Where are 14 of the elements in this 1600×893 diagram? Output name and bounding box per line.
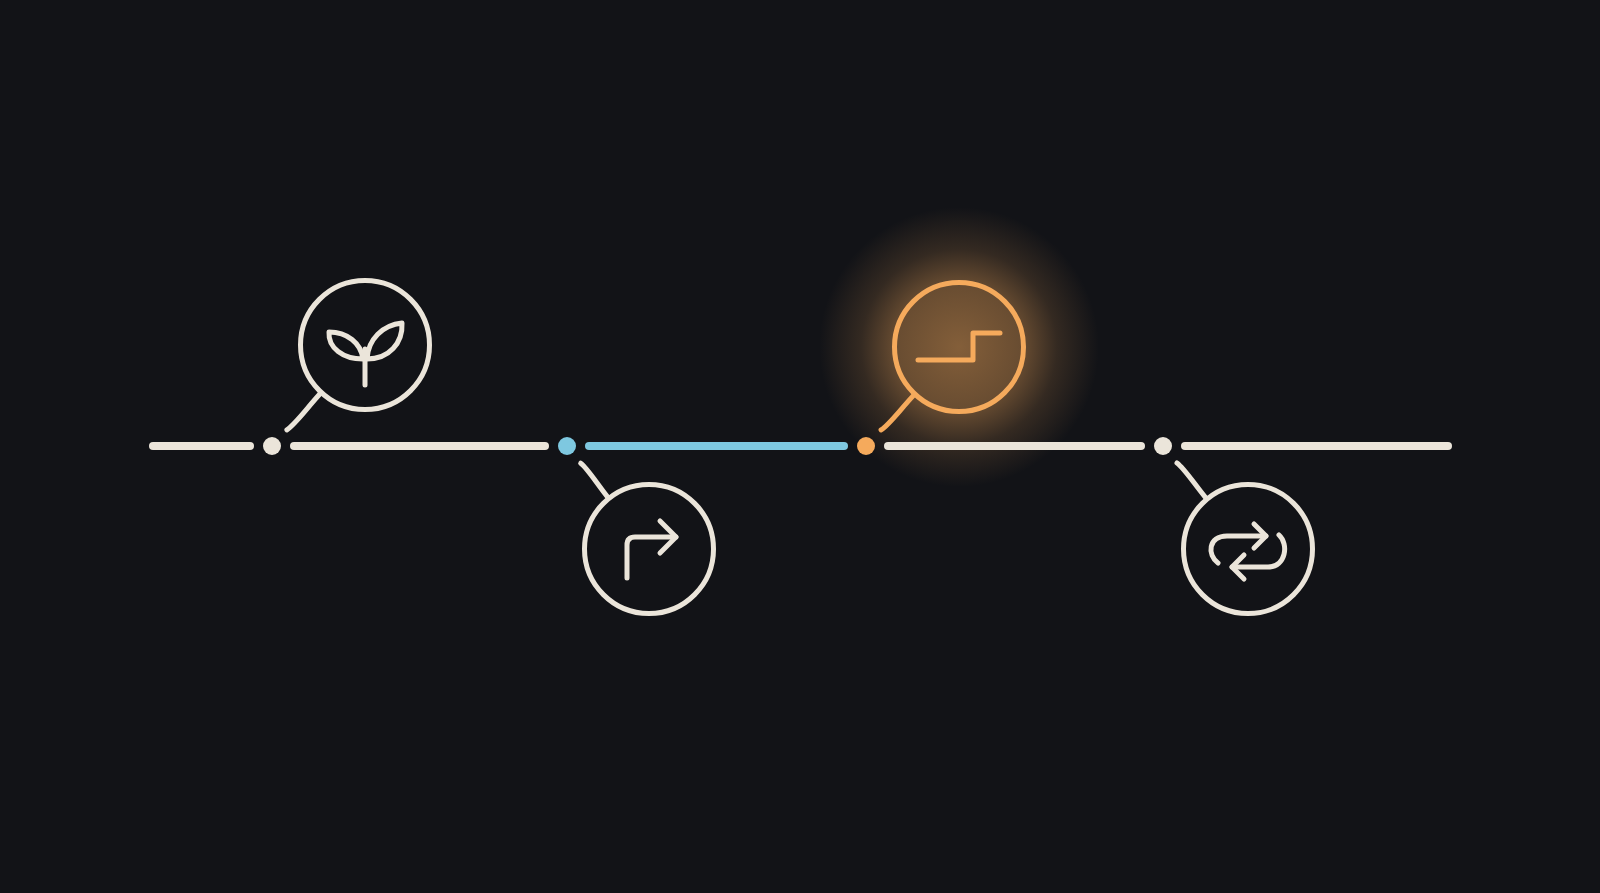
dot-icon: [1154, 437, 1172, 455]
timeline-line: [585, 442, 848, 450]
timeline-line: [884, 442, 1145, 450]
dot-icon: [263, 437, 281, 455]
sprout-icon: [298, 278, 432, 412]
leader-line: [578, 460, 611, 500]
dot-icon: [558, 437, 576, 455]
leader-line: [284, 391, 323, 433]
repeat-arrows-icon: [1181, 482, 1315, 616]
timeline-line: [149, 442, 254, 450]
timeline-line: [1181, 442, 1452, 450]
leader-line: [878, 392, 917, 433]
timeline-line: [290, 442, 549, 450]
leader-line: [1174, 460, 1209, 501]
